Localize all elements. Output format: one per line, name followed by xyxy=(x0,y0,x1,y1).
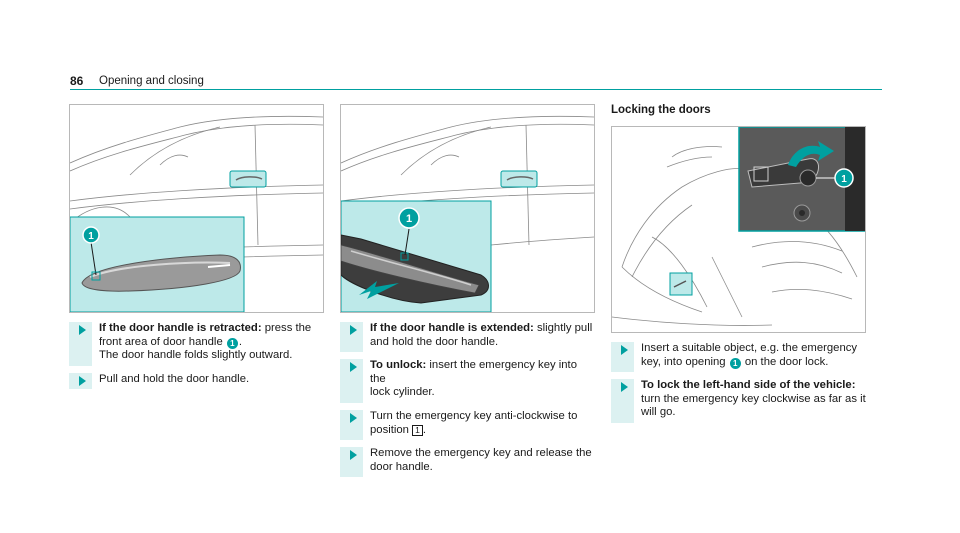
locking-doors-title: Locking the doors xyxy=(611,104,711,116)
list-item: Pull and hold the door handle. xyxy=(69,372,324,390)
bullet-arrow-icon xyxy=(350,450,357,461)
steps-column-2: If the door handle is extended: slightly… xyxy=(340,322,595,484)
steps-column-1: If the door handle is retracted: press t… xyxy=(69,322,324,396)
callout-badge: 1 xyxy=(226,337,238,349)
door-lock-illustration: 1 xyxy=(612,127,865,326)
bullet-arrow-icon xyxy=(350,412,357,423)
figure-locking-doors: 1 xyxy=(611,126,866,333)
bullet-arrow-icon xyxy=(621,345,628,355)
list-item: To unlock: insert the emergency key into… xyxy=(340,359,595,403)
figure-door-handle-extended: 1 xyxy=(340,104,595,313)
page-number: 86 xyxy=(70,74,84,88)
list-item: Remove the emergency key and release the… xyxy=(340,447,595,478)
figure-door-handle-retracted: 1 xyxy=(69,104,324,313)
list-item: If the door handle is extended: slightly… xyxy=(340,322,595,353)
callout-badge: 1 xyxy=(729,357,741,369)
figure1-callout: 1 xyxy=(88,231,94,242)
bullet-arrow-icon xyxy=(621,382,628,393)
bullet-arrow-icon xyxy=(79,325,86,335)
car-door-illustration-2: 1 xyxy=(341,115,594,312)
figure3-callout: 1 xyxy=(841,174,847,185)
list-item: To lock the left-hand side of the vehicl… xyxy=(611,379,866,423)
steps-column-3: Insert a suitable object, e.g. the emerg… xyxy=(611,342,866,430)
header-rule xyxy=(70,89,882,90)
list-item: Turn the emergency key anti-clockwise to… xyxy=(340,409,595,441)
bullet-arrow-icon xyxy=(350,325,357,335)
list-item: Insert a suitable object, e.g. the emerg… xyxy=(611,342,866,373)
bullet-arrow-icon xyxy=(79,375,86,386)
section-title: Opening and closing xyxy=(99,75,204,87)
list-item: If the door handle is retracted: press t… xyxy=(69,322,324,366)
bullet-arrow-icon xyxy=(350,362,357,373)
position-marker: 1 xyxy=(412,424,423,436)
car-door-illustration-1: 1 xyxy=(70,115,323,312)
figure2-callout: 1 xyxy=(406,213,412,225)
